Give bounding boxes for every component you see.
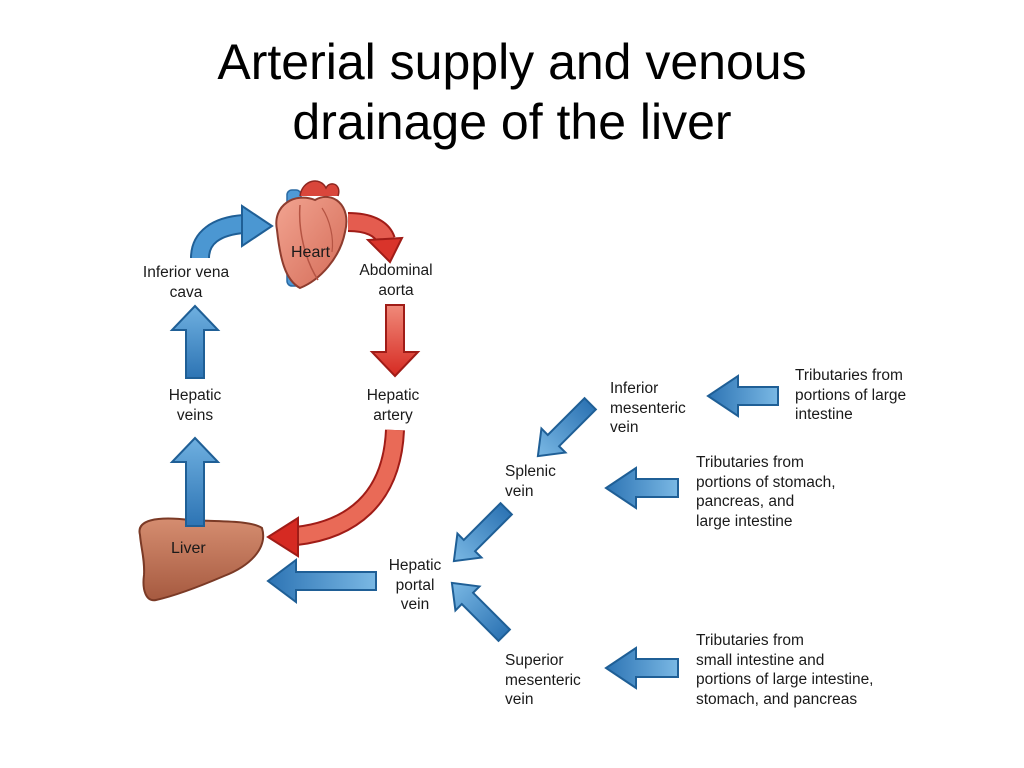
vena-cava-to-heart-arrow	[190, 204, 274, 259]
heart-illustration	[275, 180, 348, 290]
stomach-pancreas-tributary-arrow	[604, 466, 679, 510]
inferior-mesenteric-to-splenic-arrow	[536, 396, 598, 458]
splenic-to-portal-arrow	[452, 501, 514, 563]
page-title: Arterial supply and venous drainage of t…	[0, 32, 1024, 152]
aorta-to-hepatic-artery-arrow	[369, 304, 421, 378]
heart-to-aorta-arrow	[347, 212, 404, 264]
liver-illustration	[138, 517, 265, 602]
hepatic-veins-to-vena-cava-arrow	[169, 304, 221, 379]
small-intestine-tributary-arrow	[604, 646, 679, 690]
heart-label: Heart	[291, 244, 331, 261]
superior-mesenteric-to-portal-arrow	[450, 581, 512, 643]
large-intestine-tributary-arrow	[706, 374, 779, 418]
portal-vein-to-liver-arrow	[266, 558, 377, 604]
liver-to-hepatic-veins-arrow	[169, 436, 221, 527]
title-line-2: drainage of the liver	[292, 94, 732, 150]
title-line-1: Arterial supply and venous	[217, 34, 807, 90]
hepatic-artery-to-liver-arrow	[266, 429, 405, 558]
liver-label: Liver	[171, 540, 206, 557]
